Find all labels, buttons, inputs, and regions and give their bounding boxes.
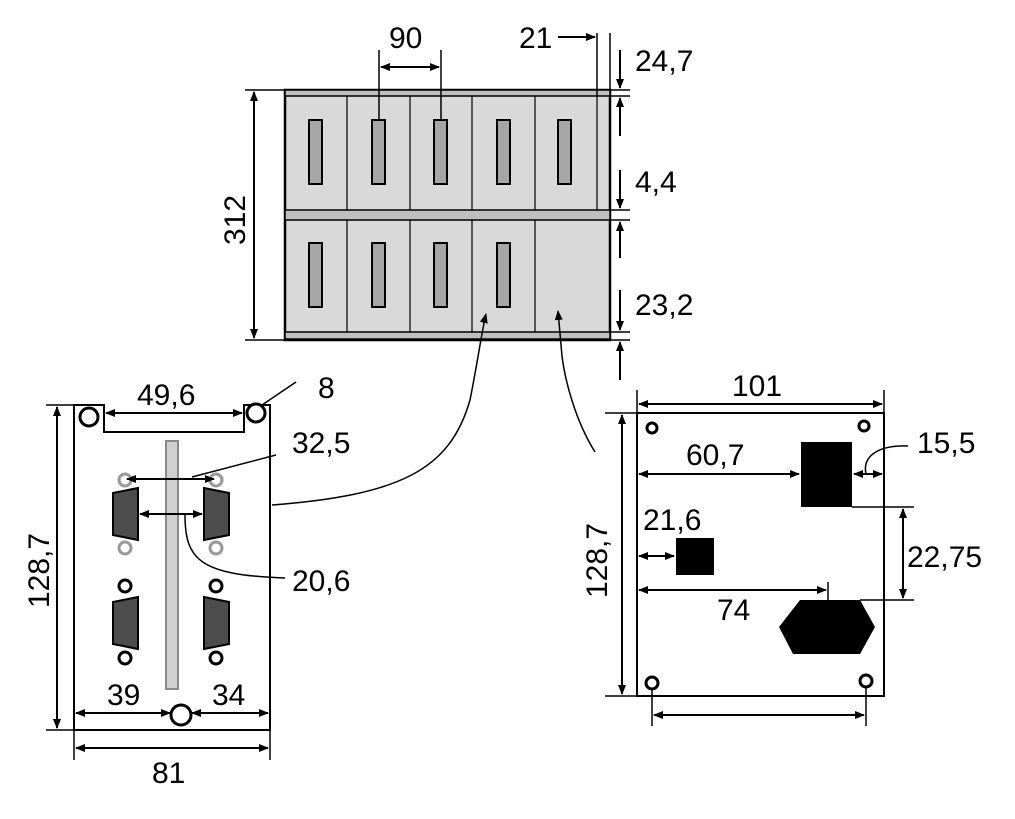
mount-hole-left <box>78 406 100 428</box>
right-board-holes <box>644 419 874 691</box>
dim-left-offset: 39 <box>107 679 140 712</box>
dsub-connectors <box>112 486 230 651</box>
left-board-outline <box>73 404 271 731</box>
dim-connector-spacing: 32,5 <box>292 427 350 460</box>
left-board: 49,6 8 32,5 20,6 128,7 39 34 81 <box>23 372 350 790</box>
dim-block-right: 15,5 <box>917 427 975 460</box>
module-connectors <box>308 119 572 308</box>
dim-hole-dia: 8 <box>318 372 335 405</box>
mount-hole-bottom <box>169 703 193 727</box>
dim-block-x: 60,7 <box>686 439 744 472</box>
right-board: 101 60,7 15,5 21,6 22,75 74 128,7 <box>581 370 982 726</box>
dim-vertical-gap: 22,75 <box>907 541 982 574</box>
dim-left-board-height: 128,7 <box>23 533 56 608</box>
dim-right-board-width: 101 <box>732 370 782 403</box>
dim-connector-offset: 20,6 <box>292 565 350 598</box>
bottom-rail <box>284 331 611 340</box>
dim-connector-x: 74 <box>717 594 750 627</box>
mid-rail <box>284 209 611 221</box>
dim-bottom-rail: 23,2 <box>635 289 693 322</box>
dim-right-board-height: 128,7 <box>581 523 614 598</box>
slot-dividers <box>346 96 598 332</box>
dim-crate-height: 312 <box>219 195 252 245</box>
top-rail <box>284 89 611 97</box>
right-board-outline <box>636 412 885 697</box>
leader-left-board <box>271 313 488 506</box>
large-component <box>801 442 852 507</box>
small-component <box>676 538 714 575</box>
board-connector-bar <box>165 440 179 690</box>
dim-slot-pitch: 90 <box>389 22 422 55</box>
dim-small-x: 21,6 <box>643 504 701 537</box>
dim-side-gap: 21 <box>519 22 552 55</box>
connector-component <box>779 600 875 654</box>
dim-right-offset: 34 <box>212 679 245 712</box>
dim-top-rail: 24,7 <box>635 45 693 78</box>
leader-right-board <box>554 310 596 453</box>
dim-mid-rail: 4,4 <box>635 166 677 199</box>
dim-left-board-width: 81 <box>152 757 185 790</box>
mount-hole-right <box>245 402 267 424</box>
dim-hole-spacing: 49,6 <box>137 379 195 412</box>
top-view: 90 21 24,7 4,4 23,2 312 <box>219 22 693 380</box>
